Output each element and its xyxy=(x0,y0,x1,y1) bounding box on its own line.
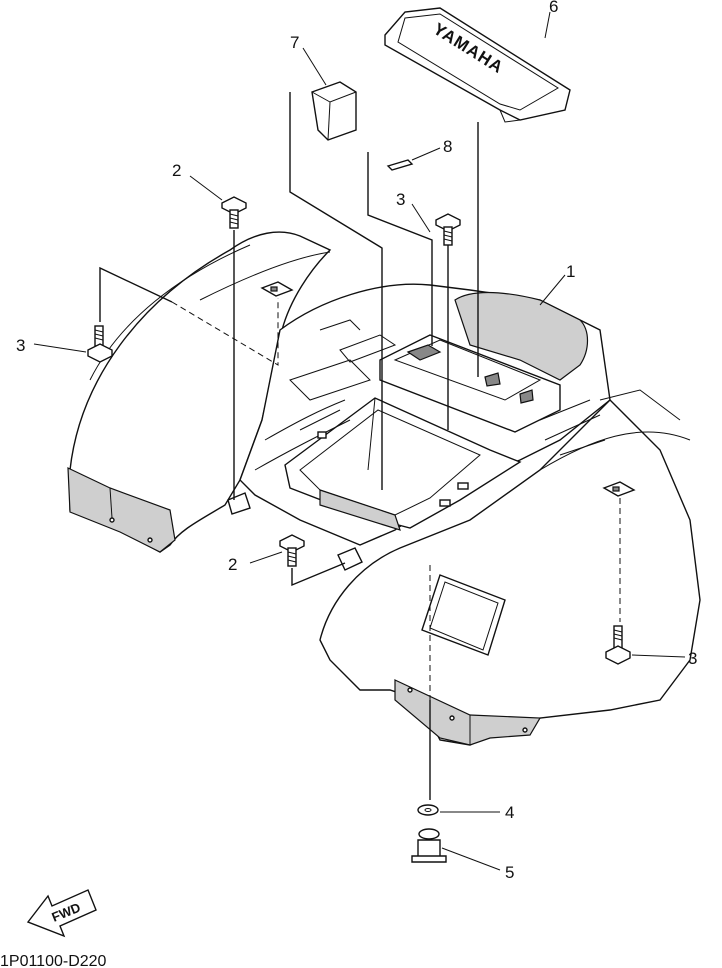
bolt-2-lower xyxy=(279,534,305,567)
drawing-code: 1P01100-D220 xyxy=(0,953,107,968)
callout-3-right: 3 xyxy=(688,649,697,668)
rear-rack-pad: YAMAHA xyxy=(384,7,571,123)
callout-6: 6 xyxy=(549,0,558,16)
bolt-3-upper xyxy=(435,213,461,246)
callout-7: 7 xyxy=(290,33,299,52)
callout-2-upper: 2 xyxy=(172,161,181,180)
bolt-3-right xyxy=(605,625,631,665)
callout-2-lower: 2 xyxy=(228,555,237,574)
callout-8: 8 xyxy=(443,137,452,156)
bolt-3-left xyxy=(87,325,113,363)
callout-3-upper: 3 xyxy=(396,190,405,209)
rear-fender xyxy=(67,231,701,746)
washer xyxy=(417,804,439,816)
callout-5: 5 xyxy=(505,863,514,882)
damper-block xyxy=(311,81,357,141)
callout-labels: 1 2 2 3 3 3 4 5 6 7 8 xyxy=(16,0,697,882)
small-clip xyxy=(386,159,414,171)
bolt-2-upper xyxy=(221,196,247,229)
callout-3-left: 3 xyxy=(16,336,25,355)
grommet xyxy=(411,828,447,863)
assembly-lines xyxy=(33,11,686,871)
callout-1: 1 xyxy=(566,262,575,281)
forward-direction-arrow: FWD xyxy=(26,889,97,938)
callout-4: 4 xyxy=(505,803,514,822)
